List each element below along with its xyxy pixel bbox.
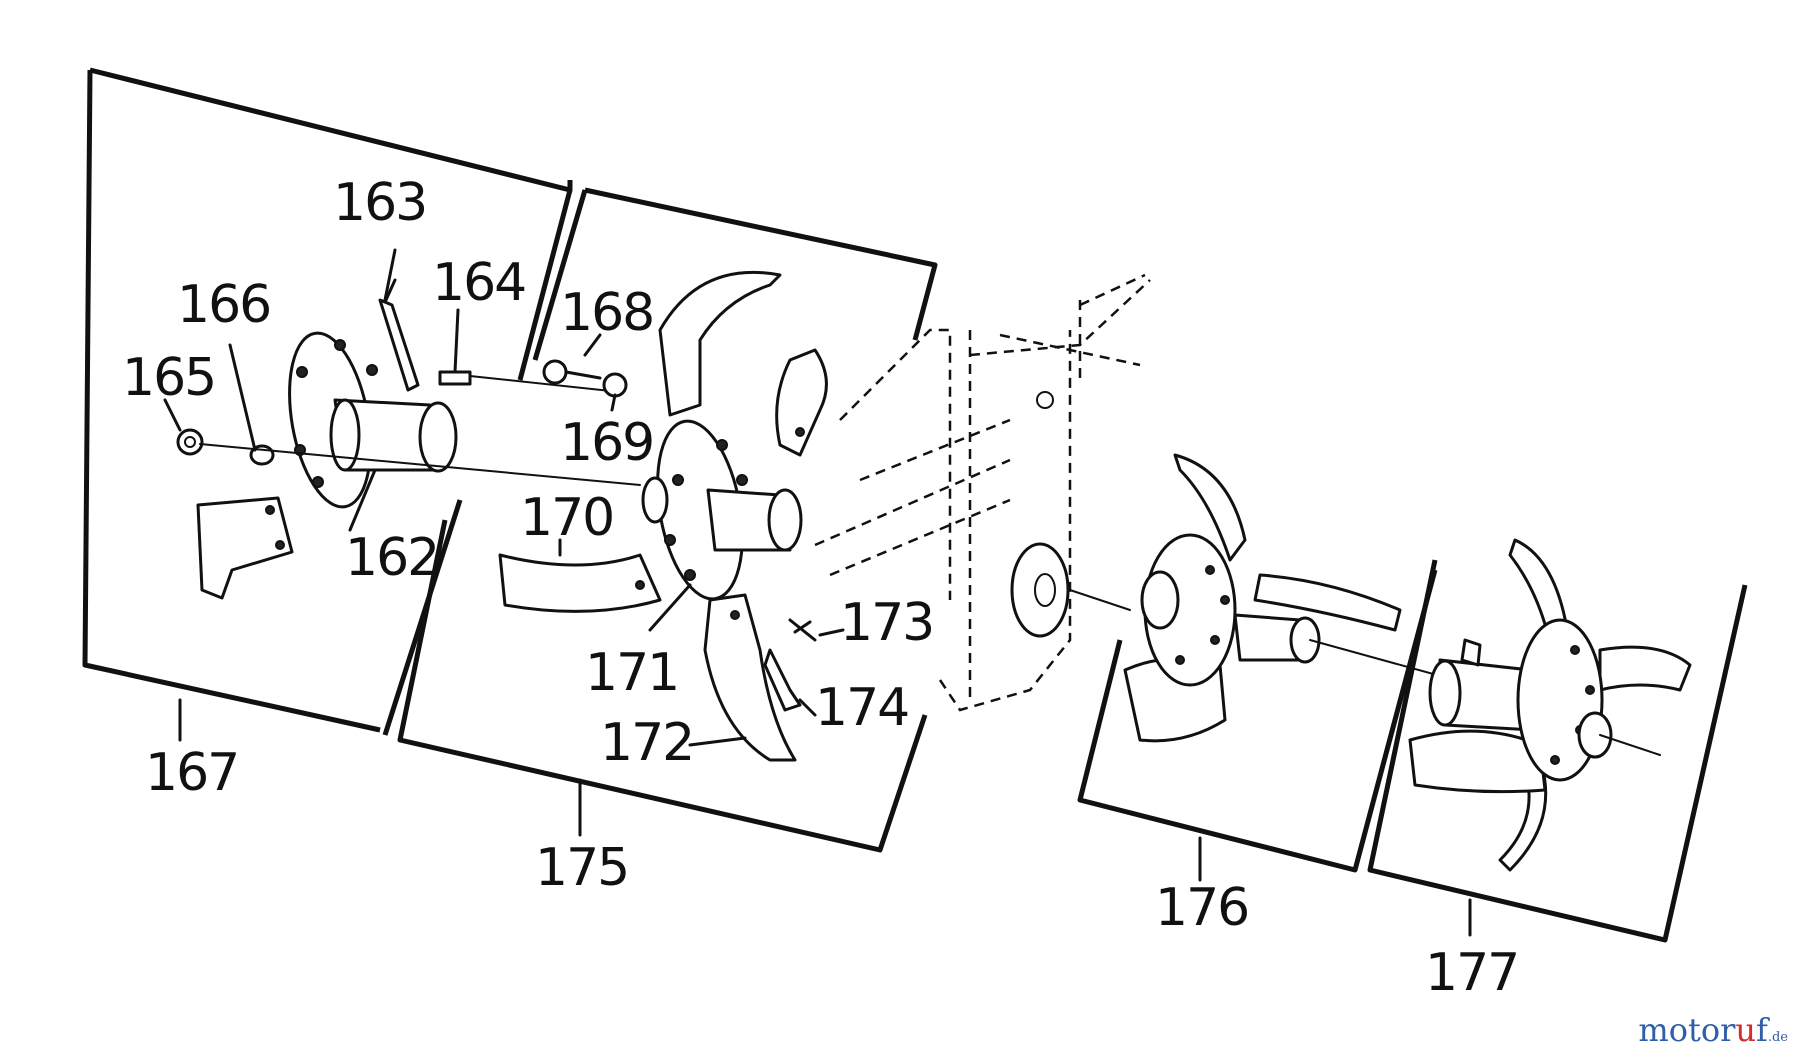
label-172: 172 xyxy=(600,713,693,773)
label-165: 165 xyxy=(122,348,215,408)
tine-170 xyxy=(498,553,662,613)
bolt-163 xyxy=(378,278,420,392)
axis-line-mid xyxy=(469,375,621,393)
assembly-177-frame xyxy=(1367,559,1748,943)
gearbox-housing-dashed xyxy=(814,273,1151,712)
label-169: 169 xyxy=(560,413,653,473)
axis-line-left xyxy=(199,443,641,486)
watermark-tld: .de xyxy=(1767,1030,1788,1045)
washer-174 xyxy=(763,648,802,712)
label-167: 167 xyxy=(145,743,238,803)
label-171: 171 xyxy=(585,643,678,703)
watermark-text-c: f xyxy=(1756,1011,1768,1049)
label-166: 166 xyxy=(177,275,270,335)
tine-172 xyxy=(703,593,797,762)
site-watermark-logo: motoruf.de xyxy=(1638,1011,1788,1049)
shield-small xyxy=(775,348,828,457)
rotor-176 xyxy=(1123,453,1456,743)
assembly-176-frame xyxy=(1077,569,1438,873)
watermark-text-b: u xyxy=(1735,1011,1756,1049)
drive-shaft-coupling xyxy=(1010,542,1131,638)
label-170: 170 xyxy=(520,488,613,548)
label-176: 176 xyxy=(1155,878,1248,938)
label-163: 163 xyxy=(333,173,426,233)
label-174: 174 xyxy=(815,678,908,738)
nut-165 xyxy=(176,428,204,456)
hub-flange-171 xyxy=(641,419,803,601)
bolt-168 xyxy=(542,359,602,385)
assembly-167-frame xyxy=(82,67,573,736)
hub-flange-162 xyxy=(288,331,458,509)
label-175: 175 xyxy=(535,838,628,898)
label-168: 168 xyxy=(560,283,653,343)
tine-upper xyxy=(658,270,782,417)
part-labels: 162 163 164 165 166 167 168 169 170 171 … xyxy=(122,173,1520,1003)
side-shield xyxy=(196,496,294,600)
watermark-text-a: motor xyxy=(1638,1011,1736,1049)
bolt-173 xyxy=(788,618,817,642)
pin-164 xyxy=(438,370,472,386)
assembly-175-frame xyxy=(397,187,938,853)
label-177: 177 xyxy=(1425,943,1518,1003)
label-164: 164 xyxy=(432,253,525,313)
rotor-177 xyxy=(1408,538,1692,872)
label-162: 162 xyxy=(345,528,438,588)
label-173: 173 xyxy=(840,593,933,653)
nut-169 xyxy=(602,372,628,398)
leader-lines xyxy=(163,248,1472,937)
